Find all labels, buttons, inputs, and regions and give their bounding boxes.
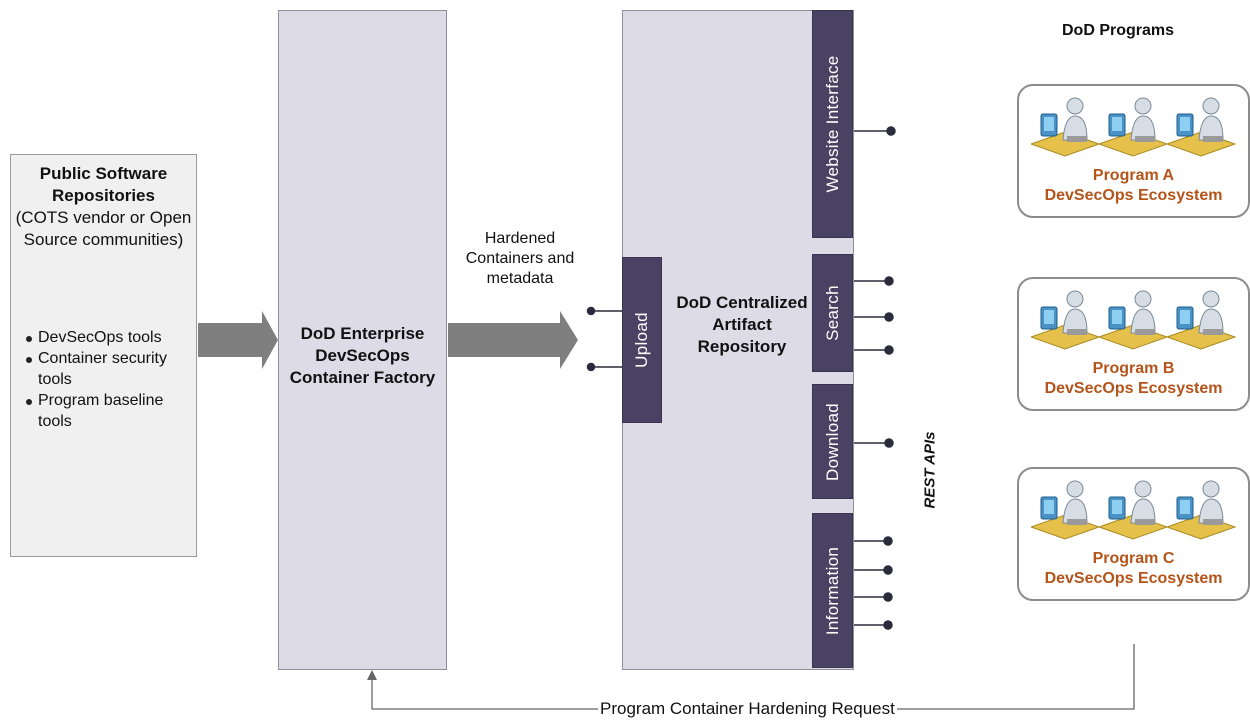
public-repositories-subtitle: (COTS vendor or Open Source communities) <box>15 208 192 249</box>
bullet-item: Program baseline tools <box>25 390 197 432</box>
container-factory-label: DoD Enterprise DevSecOps Container Facto… <box>289 324 436 387</box>
website-interface-label: Website Interface <box>822 55 842 193</box>
program-c-box: Program C DevSecOps Ecosystem <box>1017 467 1250 601</box>
program-name: Program C <box>1092 550 1175 567</box>
program-b-label: Program B DevSecOps Ecosystem <box>1019 359 1248 399</box>
program-name: Program B <box>1092 360 1175 377</box>
workstation-people-icon <box>1031 290 1236 350</box>
programs-title: DoD Programs <box>1062 22 1175 39</box>
hardened-containers-label: Hardened Containers and metadata <box>465 230 575 287</box>
program-c-label: Program C DevSecOps Ecosystem <box>1019 549 1248 589</box>
program-a-label: Program A DevSecOps Ecosystem <box>1019 166 1248 206</box>
bullet-item: Container security tools <box>25 348 197 390</box>
rest-api-connectors <box>853 126 896 630</box>
flow-arrow-middle <box>448 311 578 369</box>
upload-bar: Upload <box>622 257 662 423</box>
workstation-people-icon <box>1031 97 1236 157</box>
public-repositories-bullets: DevSecOps tools Container security tools… <box>25 327 197 432</box>
public-repositories-title: Public Software Repositories <box>39 164 168 205</box>
information-label: Information <box>822 546 842 635</box>
container-factory-panel: DoD Enterprise DevSecOps Container Facto… <box>278 10 447 670</box>
bullet-item: DevSecOps tools <box>25 327 197 348</box>
public-repositories-box: Public Software Repositories (COTS vendo… <box>10 154 197 557</box>
website-interface-bar: Website Interface <box>812 10 853 238</box>
search-bar: Search <box>812 254 853 372</box>
upload-label: Upload <box>632 312 651 368</box>
program-ecosystem: DevSecOps Ecosystem <box>1044 570 1223 587</box>
search-label: Search <box>822 285 842 341</box>
program-ecosystem: DevSecOps Ecosystem <box>1044 380 1223 397</box>
program-name: Program A <box>1092 167 1175 184</box>
download-label: Download <box>822 402 842 481</box>
feedback-arrowhead <box>367 670 377 680</box>
flow-arrow-left <box>198 311 278 369</box>
rest-apis-label: REST APIs <box>921 431 939 509</box>
hardening-request-label: Program Container Hardening Request <box>598 699 897 719</box>
upload-connectors <box>586 306 622 372</box>
program-b-box: Program B DevSecOps Ecosystem <box>1017 277 1250 411</box>
program-a-box: Program A DevSecOps Ecosystem <box>1017 84 1250 218</box>
information-bar: Information <box>812 513 853 668</box>
artifact-repository-label: DoD Centralized Artifact Repository <box>676 293 808 356</box>
download-bar: Download <box>812 384 853 499</box>
workstation-people-icon <box>1031 480 1236 540</box>
program-ecosystem: DevSecOps Ecosystem <box>1044 187 1223 204</box>
